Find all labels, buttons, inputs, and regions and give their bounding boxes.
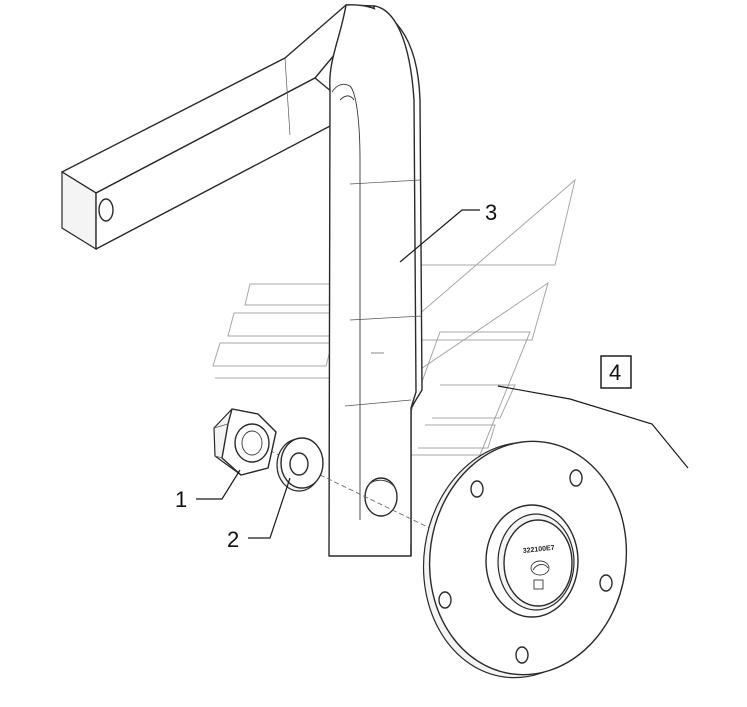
callout-4-box — [600, 355, 632, 389]
callout-3: 3 — [485, 200, 497, 225]
leader-lines — [196, 209, 689, 539]
callout-1: 1 — [175, 487, 187, 512]
bracket-part — [61, 4, 423, 557]
callout-2: 2 — [227, 527, 239, 552]
nut-part — [213, 408, 277, 476]
washer-part — [276, 437, 324, 492]
callout-4: 4 — [609, 360, 621, 385]
hub-part: 322100E7 — [422, 440, 628, 679]
callout-labels: 1 2 3 4 — [175, 200, 632, 552]
hub-code: 322100E7 — [522, 545, 555, 555]
arm-hole — [98, 198, 114, 222]
